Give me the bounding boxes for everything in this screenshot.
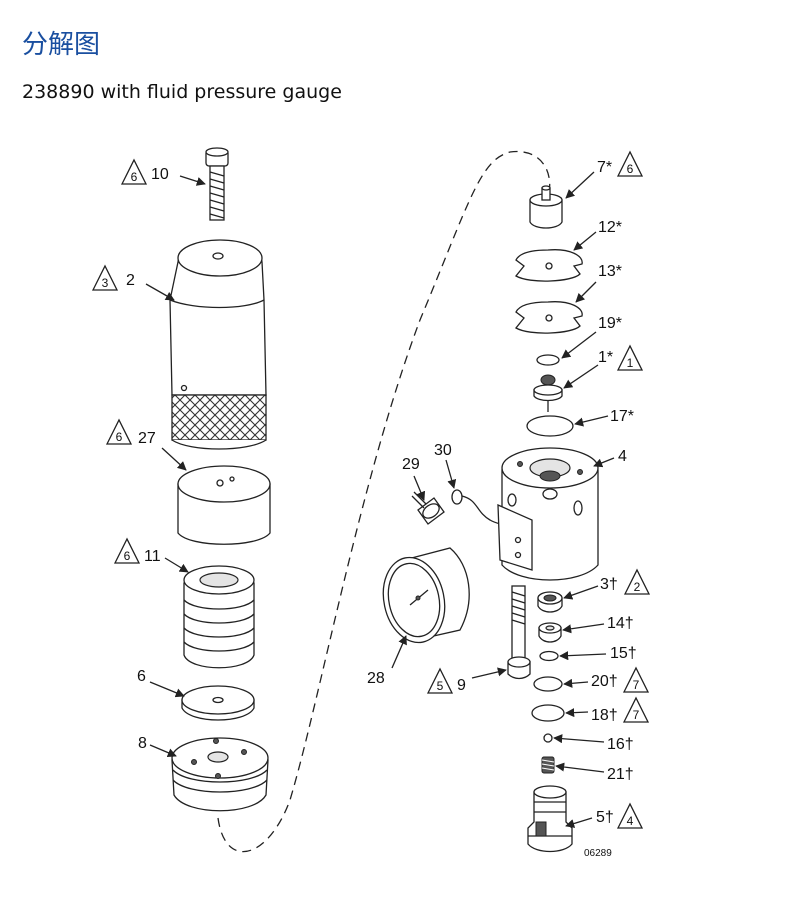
part-21-spring — [541, 756, 555, 774]
callout-label: 13* — [598, 263, 622, 280]
callout-label: 10 — [151, 166, 169, 183]
warning-triangle — [113, 537, 141, 564]
callout-label: 27 — [138, 430, 156, 447]
part-16-ball — [543, 733, 553, 743]
callout-label: 7* — [597, 159, 612, 176]
callout-label: 3† — [600, 576, 618, 593]
warning-number: 4 — [627, 814, 634, 828]
warning-number: 1 — [627, 356, 634, 370]
callout-label: 12* — [598, 219, 622, 236]
warning-triangle — [91, 264, 119, 291]
part-10-screw — [205, 147, 229, 221]
warning-number: 6 — [116, 430, 123, 444]
callout-label: 6 — [137, 668, 146, 685]
callout-label: 30 — [434, 442, 452, 459]
callout-label: 1* — [598, 349, 613, 366]
warning-number: 5 — [437, 679, 444, 693]
part-11-spring-stack — [183, 565, 255, 669]
part-28-gauge — [382, 547, 470, 644]
part-8-base — [171, 737, 269, 812]
callout-label: 8 — [138, 735, 147, 752]
callout-label: 20† — [591, 673, 618, 690]
part-29-screw — [411, 491, 445, 525]
warning-number: 6 — [627, 162, 634, 176]
part-18-o-ring — [531, 704, 565, 722]
warning-triangle — [616, 344, 644, 371]
callout-label: 28 — [367, 670, 385, 687]
warning-triangle — [426, 667, 454, 694]
callout-label: 9 — [457, 677, 466, 694]
part-7-plug — [529, 185, 563, 229]
dashed-routing-line — [217, 150, 551, 853]
callout-label: 19* — [598, 315, 622, 332]
leader-arrows — [145, 171, 615, 828]
warning-triangle — [616, 150, 644, 177]
callout-label: 14† — [607, 615, 634, 632]
part-27-cap — [177, 465, 271, 545]
part-6-washer — [181, 685, 255, 721]
callout-label: 16† — [607, 736, 634, 753]
callout-label: 29 — [402, 456, 420, 473]
part-17-o-ring — [526, 415, 574, 437]
part-15-o-ring — [539, 650, 559, 662]
warning-triangle — [616, 802, 644, 829]
part-9-bolt — [507, 585, 531, 680]
warning-triangle — [623, 568, 651, 595]
warning-triangle — [622, 666, 650, 693]
part-19-o-ring — [536, 354, 560, 366]
callout-label: 5† — [596, 809, 614, 826]
warning-number: 6 — [124, 549, 131, 563]
warning-number: 6 — [131, 170, 138, 184]
warning-triangle — [120, 158, 148, 185]
callout-labels: 6 10 3 2 6 27 6 11 6 8 28 29 30 5 9 7* 6… — [91, 150, 651, 859]
warning-triangle — [622, 696, 650, 723]
part-12-diaphragm — [515, 249, 583, 282]
warning-number: 7 — [633, 708, 640, 722]
callout-label: 18† — [591, 707, 618, 724]
warning-number: 7 — [633, 678, 640, 692]
callout-label: 2 — [126, 272, 135, 289]
drawing-code: 06289 — [584, 848, 612, 859]
part-2-housing — [169, 239, 267, 450]
part-14-fitting — [538, 622, 562, 643]
callout-label: 4 — [618, 448, 627, 465]
warning-number: 2 — [634, 580, 641, 594]
callout-label: 21† — [607, 766, 634, 783]
part-3-nut — [537, 591, 563, 613]
page-title: 分解图 — [22, 30, 101, 60]
callout-label: 17* — [610, 408, 634, 425]
part-1-valve — [533, 374, 563, 412]
part-13-diaphragm — [515, 301, 583, 334]
warning-triangle — [105, 418, 133, 445]
part-20-o-ring — [533, 676, 563, 692]
callout-label: 15† — [610, 645, 637, 662]
callout-label: 11 — [144, 548, 161, 565]
page-subtitle: 238890 with fluid pressure gauge — [22, 81, 342, 103]
part-4-body — [497, 447, 599, 581]
part-30-o-ring — [451, 489, 463, 505]
part-5-seat — [527, 785, 573, 853]
warning-number: 3 — [102, 276, 109, 290]
